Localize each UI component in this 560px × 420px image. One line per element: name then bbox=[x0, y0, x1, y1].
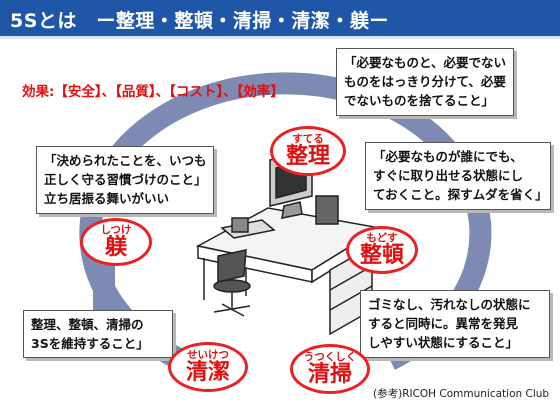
seiton-ruby: もどす bbox=[366, 232, 398, 244]
seiri-ruby: すてる bbox=[292, 133, 324, 145]
shitsuke-line-2: 正しく守る習慣づけのこと」 bbox=[44, 172, 207, 187]
seiton-description: 「必要なものが誰にでも、 すぐに取り出せる状態にし ておくこと。探すムダを省く」 bbox=[365, 142, 551, 210]
seisou-line-1: ゴミなし、汚れなしの状態に bbox=[368, 297, 531, 312]
seiri-description: 「必要なものと、必要でない ものをはっきり分けて、必要 でないものを捨てること」 bbox=[336, 48, 514, 116]
seiri-line-3: でないものを捨てること」 bbox=[344, 93, 495, 108]
seiton-kanji: 整頓 bbox=[359, 243, 404, 268]
title-bar: 5Sとは ー整理・整頓・清掃・清潔・躾ー bbox=[0, 0, 560, 36]
shitsuke-bubble: しつけ 躾 bbox=[80, 218, 152, 266]
seiketsu-line-2: 3Sを維持すること」 bbox=[31, 336, 149, 351]
shitsuke-line-1: 「決められたことを、いつも bbox=[44, 153, 207, 168]
seiketsu-description: 整理、整頓、清掃の 3Sを維持すること」 bbox=[23, 310, 173, 358]
seiri-kanji: 整理 bbox=[285, 144, 330, 169]
seiri-bubble: すてる 整理 bbox=[270, 126, 346, 176]
seisou-line-2: すると同時に。異常を発見 bbox=[368, 316, 519, 331]
shitsuke-line-3: 立ち居振る舞いがいい bbox=[44, 191, 170, 206]
source-credit: (参考)RICOH Communication Club bbox=[373, 388, 550, 400]
seiketsu-bubble: せいけつ 清潔 bbox=[168, 342, 248, 392]
seisou-ruby: うつくしく bbox=[303, 351, 357, 363]
seiketsu-line-1: 整理、整頓、清掃の bbox=[31, 317, 144, 332]
seisou-kanji: 清掃 bbox=[307, 362, 352, 387]
header-divider bbox=[0, 36, 560, 39]
effects-label: 効果:【安全】、【品質】、【コスト】、【効率】 bbox=[22, 84, 284, 100]
shitsuke-ruby: しつけ bbox=[100, 224, 132, 236]
seisou-description: ゴミなし、汚れなしの状態に すると同時に。異常を発見 しやすい状態にすること」 bbox=[360, 290, 550, 358]
seiketsu-ruby: せいけつ bbox=[187, 349, 229, 361]
shitsuke-kanji: 躾 bbox=[104, 235, 127, 260]
seiton-bubble: もどす 整頓 bbox=[346, 226, 418, 274]
seiketsu-kanji: 清潔 bbox=[185, 360, 230, 385]
seiri-line-1: 「必要なものと、必要でない bbox=[344, 55, 507, 70]
seiri-line-2: ものをはっきり分けて、必要 bbox=[344, 74, 506, 89]
office-chair-illustration bbox=[213, 249, 251, 317]
shitsuke-description: 「決められたことを、いつも 正しく守る習慣づけのこと」 立ち居振る舞いがいい bbox=[36, 146, 214, 214]
seiton-line-1: 「必要なものが誰にでも、 bbox=[373, 149, 523, 164]
seisou-bubble: うつくしく 清掃 bbox=[290, 344, 370, 394]
seiton-line-2: すぐに取り出せる状態にし bbox=[373, 168, 524, 183]
page-title: 5Sとは ー整理・整頓・清掃・清潔・躾ー bbox=[10, 10, 389, 32]
seiton-line-3: ておくこと。探すムダを省く」 bbox=[373, 187, 548, 202]
seisou-line-3: しやすい状態にすること」 bbox=[368, 335, 519, 350]
cycle-arrow-stem bbox=[93, 262, 115, 310]
